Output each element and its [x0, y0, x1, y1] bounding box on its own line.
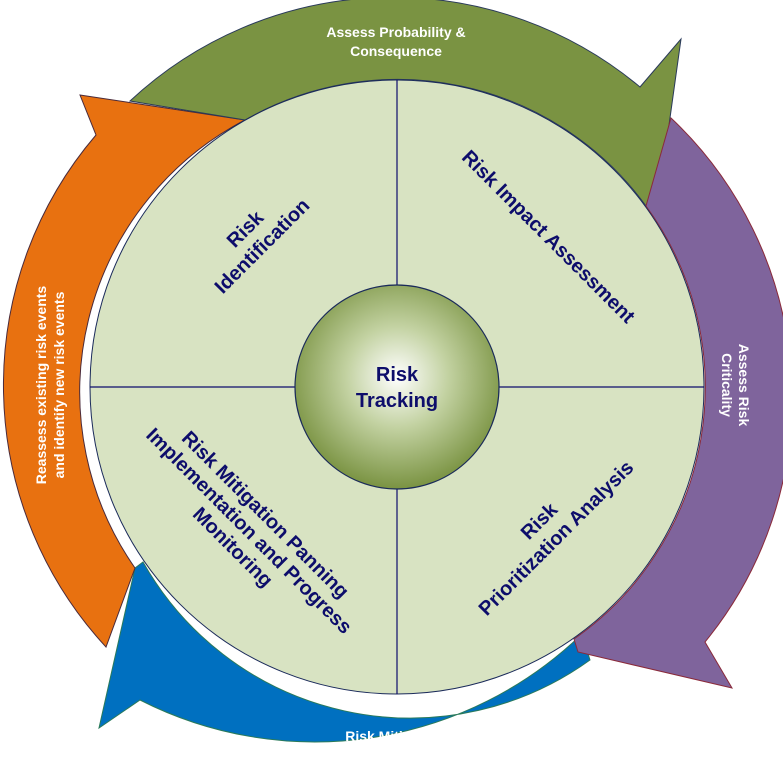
center-label-line1: Risk — [376, 364, 419, 386]
arrow-reassess-label-line2: and identify new risk events — [51, 291, 67, 478]
center-label-line2: Tracking — [356, 390, 438, 412]
arrow-risk-mitigation — [98, 561, 591, 743]
arrow-assess-probability-label-line1: Assess Probability & — [326, 24, 465, 40]
arrow-risk-mitigation-label: Risk Mitigation — [345, 728, 445, 744]
arrow-reassess-label-line1: Reassess existing risk events — [33, 286, 49, 485]
arrow-assess-criticality — [573, 117, 783, 689]
arrow-assess-probability-label-line2: Consequence — [350, 43, 442, 59]
arrow-assess-criticality-label-line2: Criticality — [719, 353, 735, 417]
arrow-assess-probability — [128, 0, 682, 207]
arrow-assess-criticality-label-line1: Assess Risk — [736, 344, 752, 427]
center-hub — [294, 284, 500, 490]
